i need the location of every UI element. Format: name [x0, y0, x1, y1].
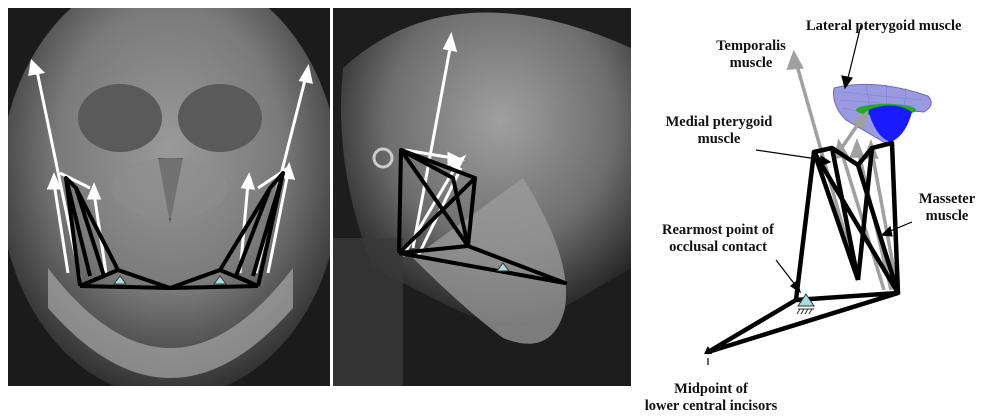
- label-medial-pterygoid-line1: Medial pterygoid: [644, 114, 794, 131]
- right-orbit: [178, 84, 262, 152]
- label-midpoint-line2: lower central incisors: [636, 398, 786, 415]
- cervical-spine: [333, 238, 403, 386]
- label-incisor-midpoint: Midpoint of lower central incisors: [636, 381, 786, 415]
- lateral-xray-panel: [333, 8, 631, 386]
- left-orbit: [78, 84, 162, 152]
- biomechanical-model-panel: Lateral pterygoid muscle Temporalis musc…: [636, 0, 993, 420]
- label-medial-pterygoid: Medial pterygoid muscle: [644, 114, 794, 148]
- label-temporalis-line1: Temporalis: [706, 38, 796, 55]
- label-midpoint-line1: Midpoint of: [636, 381, 786, 398]
- label-masseter: Masseter muscle: [906, 191, 988, 225]
- label-temporalis-line2: muscle: [706, 55, 796, 72]
- label-rearmost-contact: Rearmost point of occlusal contact: [640, 222, 796, 256]
- frontal-xray-image: [8, 8, 330, 386]
- label-lateral-pterygoid: Lateral pterygoid muscle: [806, 18, 961, 35]
- label-medial-pterygoid-line2: muscle: [644, 131, 794, 148]
- label-masseter-line2: muscle: [906, 208, 988, 225]
- label-masseter-line1: Masseter: [906, 191, 988, 208]
- label-rearmost-line1: Rearmost point of: [640, 222, 796, 239]
- lateral-xray-image: [333, 8, 631, 386]
- frontal-xray-panel: [8, 8, 330, 386]
- label-temporalis: Temporalis muscle: [706, 38, 796, 72]
- label-rearmost-line2: occlusal contact: [640, 239, 796, 256]
